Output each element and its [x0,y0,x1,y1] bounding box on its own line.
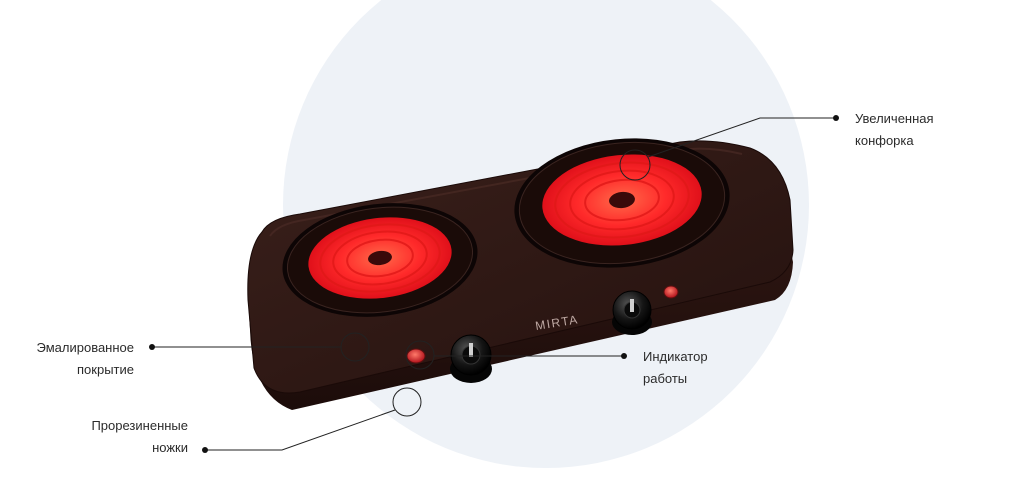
callout-rubber-feet: Прорезиненные ножки [91,415,188,459]
control-knob-left [450,334,492,383]
callout-enlarged-burner: Увеличенная конфорка [855,108,934,152]
stove-body-highlight [269,147,743,237]
callout-rubber-feet-line2: ножки [152,440,188,455]
right-burner [514,138,730,268]
callout-enlarged-burner-pointer [619,115,839,181]
brand-logo: MIRTA [534,312,579,333]
callout-rubber-feet-pointer [202,387,422,453]
indicator-light-left [406,348,426,364]
callout-rubber-feet-line1: Прорезиненные [91,418,188,433]
callout-enamel-coating-pointer [149,332,370,362]
callout-enlarged-burner-line1: Увеличенная [855,111,934,126]
callout-enamel-coating: Эмалированное покрытие [37,337,134,381]
indicator-light-right [663,285,679,299]
callout-power-indicator-line2: работы [643,371,688,386]
control-knob-right [612,290,652,335]
left-burner [282,203,478,317]
callout-enamel-coating-line1: Эмалированное [36,340,134,355]
callout-power-indicator-pointer [405,340,627,370]
callout-power-indicator-line1: Индикатор [643,349,708,364]
callout-power-indicator: Индикатор работы [643,346,708,390]
callout-enlarged-burner-line2: конфорка [855,133,914,148]
callout-enamel-coating-line2: покрытие [77,362,134,377]
